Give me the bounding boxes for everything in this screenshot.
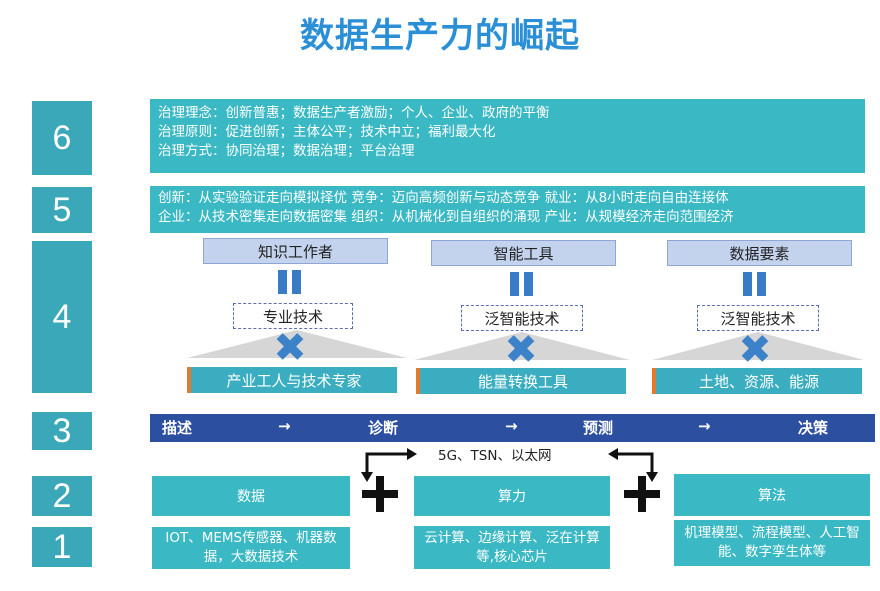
plus-icon [638, 476, 646, 512]
transformation-box: 创新：从实验验证走向模拟择优 竞争：迈向高频创新与动态竞争 就业：从8小时走向自… [150, 186, 865, 233]
data-box: 数据 [152, 476, 350, 516]
arrow: → [505, 417, 518, 435]
data-tech-box: IOT、MEMS传感器、机器数据，大数据技术 [152, 527, 350, 569]
cross-icon: ✖ [273, 325, 307, 371]
column-3-mid-box: 泛智能技术 [697, 305, 819, 331]
transformation-line: 创新：从实验验证走向模拟择优 竞争：迈向高频创新与动态竞争 就业：从8小时走向自… [158, 190, 729, 206]
computing-power-box: 算力 [414, 476, 610, 516]
plus-icon [376, 476, 384, 512]
step-decide: 决策 [798, 419, 829, 437]
right-connector-arrow [608, 448, 658, 482]
computing-tech-box: 云计算、边缘计算、泛在计算等,核心芯片 [414, 526, 610, 569]
column-2-top-box: 智能工具 [431, 240, 616, 266]
column-1-mid-box: 专业技术 [233, 303, 353, 329]
arrow: → [698, 417, 711, 435]
column-1-bottom-box: 产业工人与技术专家 [187, 367, 397, 393]
governance-line: 治理原则：促进创新；主体公平；技术中立；福利最大化 [158, 124, 496, 140]
level-6-label: 6 [32, 101, 92, 175]
column-1-top-box: 知识工作者 [203, 238, 388, 264]
governance-line: 治理理念：创新普惠；数据生产者激励；个人、企业、政府的平衡 [158, 105, 550, 121]
network-label: 5G、TSN、以太网 [438, 448, 552, 464]
column-3-bottom-box: 土地、资源、能源 [652, 368, 862, 394]
equals-bar [524, 272, 533, 296]
arrow: → [278, 417, 291, 435]
transformation-line: 企业：从技术密集走向数据密集 组织：从机械化到自组织的涌现 产业：从规模经济走向… [158, 209, 734, 225]
step-predict: 预测 [583, 419, 614, 437]
pyramid-shape [187, 330, 407, 358]
step-diagnose: 诊断 [368, 419, 399, 437]
level-5-label: 5 [32, 187, 92, 233]
column-2-mid-box: 泛智能技术 [461, 305, 583, 331]
governance-box: 治理理念：创新普惠；数据生产者激励；个人、企业、政府的平衡 治理原则：促进创新；… [150, 99, 865, 173]
equals-bar [510, 272, 519, 296]
step-describe: 描述 [162, 419, 193, 437]
page-title: 数据生产力的崛起 [300, 16, 580, 56]
level-1-label: 1 [32, 527, 92, 567]
level-3-label: 3 [32, 412, 92, 450]
pyramid-shape [652, 332, 864, 360]
governance-line: 治理方式：协同治理；数据治理；平台治理 [158, 143, 415, 159]
pyramid-shape [414, 332, 630, 360]
equals-bar [278, 270, 287, 294]
level-2-label: 2 [32, 476, 92, 516]
cross-icon: ✖ [738, 327, 772, 373]
cross-icon: ✖ [504, 327, 538, 373]
analytics-bar: 描述 → 诊断 → 预测 → 决策 [150, 414, 875, 442]
column-2-bottom-box: 能量转换工具 [416, 368, 626, 394]
left-connector-arrow [361, 448, 417, 482]
level-4-label: 4 [32, 241, 92, 393]
column-3-top-box: 数据要素 [667, 240, 852, 266]
equals-bar [743, 272, 752, 296]
algorithm-box: 算法 [674, 474, 870, 516]
algorithm-tech-box: 机理模型、流程模型、人工智能、数字孪生体等 [674, 520, 870, 566]
equals-bar [292, 270, 301, 294]
equals-bar [757, 272, 766, 296]
